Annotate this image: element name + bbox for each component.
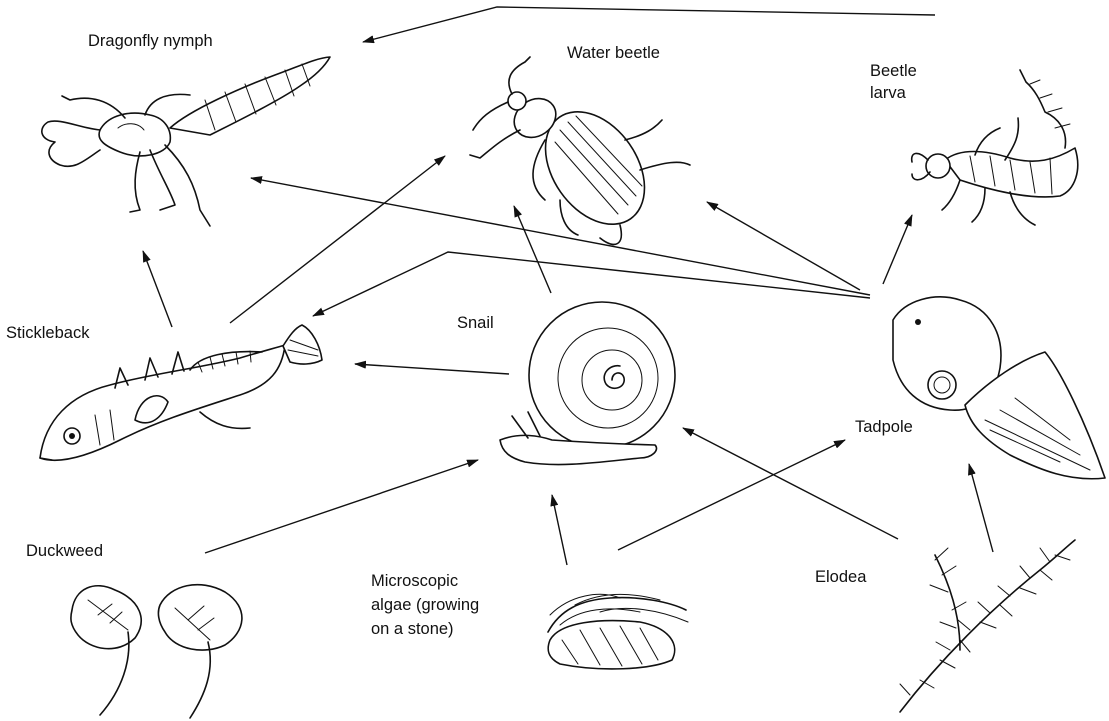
label-stickleback: Stickleback [6,324,90,342]
arrow-stickleback-to-dragonfly-nymph [143,251,172,327]
label-beetle-larva-line-2: larva [870,84,907,102]
label-algae-line-1: Microscopic [371,572,458,590]
stickleback-icon [40,325,322,460]
snail-icon [500,302,675,465]
label-snail: Snail [457,314,494,332]
arrow-stickleback-to-water-beetle [230,156,445,323]
arrow-elodea-to-snail [683,428,898,539]
label-beetle-larva-line-1: Beetle [870,62,917,80]
algae-stone-icon [548,594,688,669]
label-tadpole: Tadpole [855,418,913,436]
arrow-duckweed-to-snail [205,460,478,553]
beetle-larva-icon [912,70,1078,225]
arrow-tadpole-to-beetle-larva [883,215,912,284]
arrow-elodea-to-tadpole [969,464,993,552]
water-beetle-icon [470,57,690,244]
arrow-algae-to-snail [552,495,567,565]
labels: Dragonfly nymph Water beetle Beetle larv… [6,32,917,638]
duckweed-icon [71,585,242,718]
arrow-algae-to-tadpole [618,440,845,550]
label-elodea: Elodea [815,568,867,586]
label-dragonfly-nymph: Dragonfly nymph [88,32,213,50]
label-water-beetle: Water beetle [567,44,660,62]
arrow-tadpole-to-water-beetle [707,202,860,290]
arrow-beetle-larva-to-dragonfly-nymph [363,7,935,42]
label-algae-line-3: on a stone) [371,620,454,638]
label-duckweed: Duckweed [26,542,103,560]
tadpole-icon [893,297,1105,479]
arrow-snail-to-water-beetle [514,206,551,293]
arrow-tadpole-to-dragonfly-nymph [251,178,870,295]
elodea-icon [900,540,1075,712]
dragonfly-nymph-icon [42,57,330,226]
label-algae-line-2: algae (growing [371,596,479,614]
arrow-snail-to-stickleback [355,364,509,374]
